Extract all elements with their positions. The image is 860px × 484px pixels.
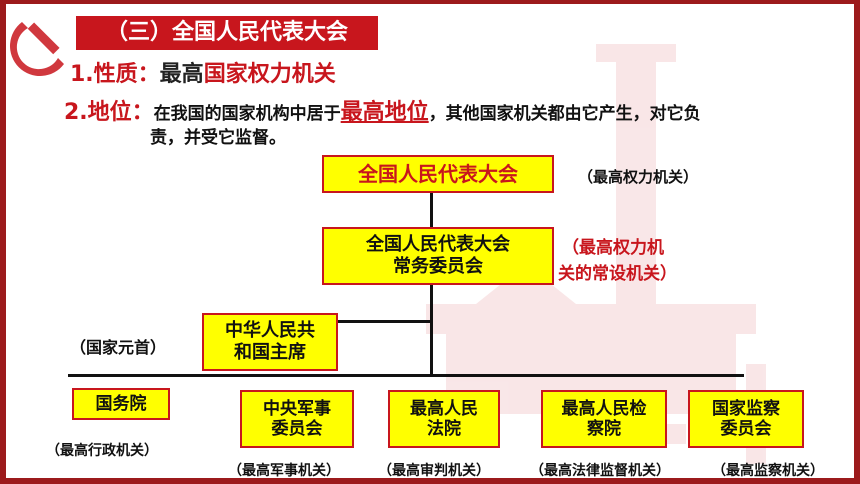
slide: （三）全国人民代表大会 1.性质：最高国家权力机关 2.地位：在我国的国家机构中… (6, 4, 854, 478)
president-box: 中华人民共 和国主席 (202, 313, 338, 371)
npc-box: 全国人民代表大会 (322, 155, 554, 193)
standing-note-line-1: （最高权力机 (562, 238, 664, 258)
status-line: 2.地位：在我国的国家机构中居于最高地位，其他国家机关都由它产生，对它负 (64, 94, 701, 126)
connector-president (336, 320, 433, 323)
procuratorate-line-1: 最高人民检 (561, 398, 647, 419)
status-label: 2.地位： (64, 100, 154, 125)
procuratorate-line-2: 察院 (587, 419, 621, 439)
procuratorate-box: 最高人民检 察院 (541, 390, 667, 448)
military-box: 中央军事 委员会 (240, 390, 354, 448)
standing-committee-box: 全国人民代表大会 常务委员会 (322, 227, 554, 285)
court-line-2: 法院 (427, 419, 461, 439)
court-line-1: 最高人民 (410, 398, 478, 419)
president-line-1: 中华人民共 (225, 320, 315, 342)
state-council-box: 国务院 (72, 388, 170, 420)
standing-committee-line-1: 全国人民代表大会 (366, 234, 510, 256)
connector-bottom (68, 374, 744, 377)
hammer-sickle-icon (10, 22, 64, 76)
state-council-note: （最高行政机关） (46, 443, 158, 459)
court-box: 最高人民 法院 (388, 390, 500, 448)
standing-committee-line-2: 常务委员会 (393, 256, 483, 277)
nature-line: 1.性质：最高国家权力机关 (70, 56, 336, 88)
president-line-2: 和国主席 (234, 342, 306, 363)
standing-note-line-2: 关的常设机关） (558, 264, 677, 284)
president-note: （国家元首） (70, 338, 167, 357)
supervision-line-2: 委员会 (720, 419, 772, 439)
nature-emphasis: 国家权力机关 (203, 62, 336, 87)
state-council-label: 国务院 (95, 393, 147, 414)
status-text-before: 在我国的国家机构中居于 (153, 104, 341, 124)
status-text-after: ，其他国家机关都由它产生，对它负 (428, 104, 701, 124)
connector-top (430, 192, 433, 228)
military-line-2: 委员会 (271, 419, 323, 439)
status-emphasis: 最高地位 (340, 100, 429, 125)
connector-middle (430, 284, 433, 376)
supervision-box: 国家监察 委员会 (688, 390, 804, 448)
npc-box-label: 全国人民代表大会 (358, 162, 518, 186)
nature-label: 1.性质： (70, 62, 160, 87)
status-line-2: 责，并受它监督。 (150, 128, 286, 148)
section-header: （三）全国人民代表大会 (76, 16, 378, 50)
npc-note: （最高权力机关） (578, 168, 699, 186)
supervision-line-1: 国家监察 (712, 398, 780, 419)
military-line-1: 中央军事 (263, 398, 331, 419)
supervision-note: （最高监察机关） (712, 463, 824, 478)
procuratorate-note: （最高法律监督机关） (530, 463, 670, 478)
military-note: （最高军事机关） (228, 463, 340, 478)
court-note: （最高审判机关） (378, 463, 490, 478)
nature-prefix: 最高 (159, 62, 204, 87)
